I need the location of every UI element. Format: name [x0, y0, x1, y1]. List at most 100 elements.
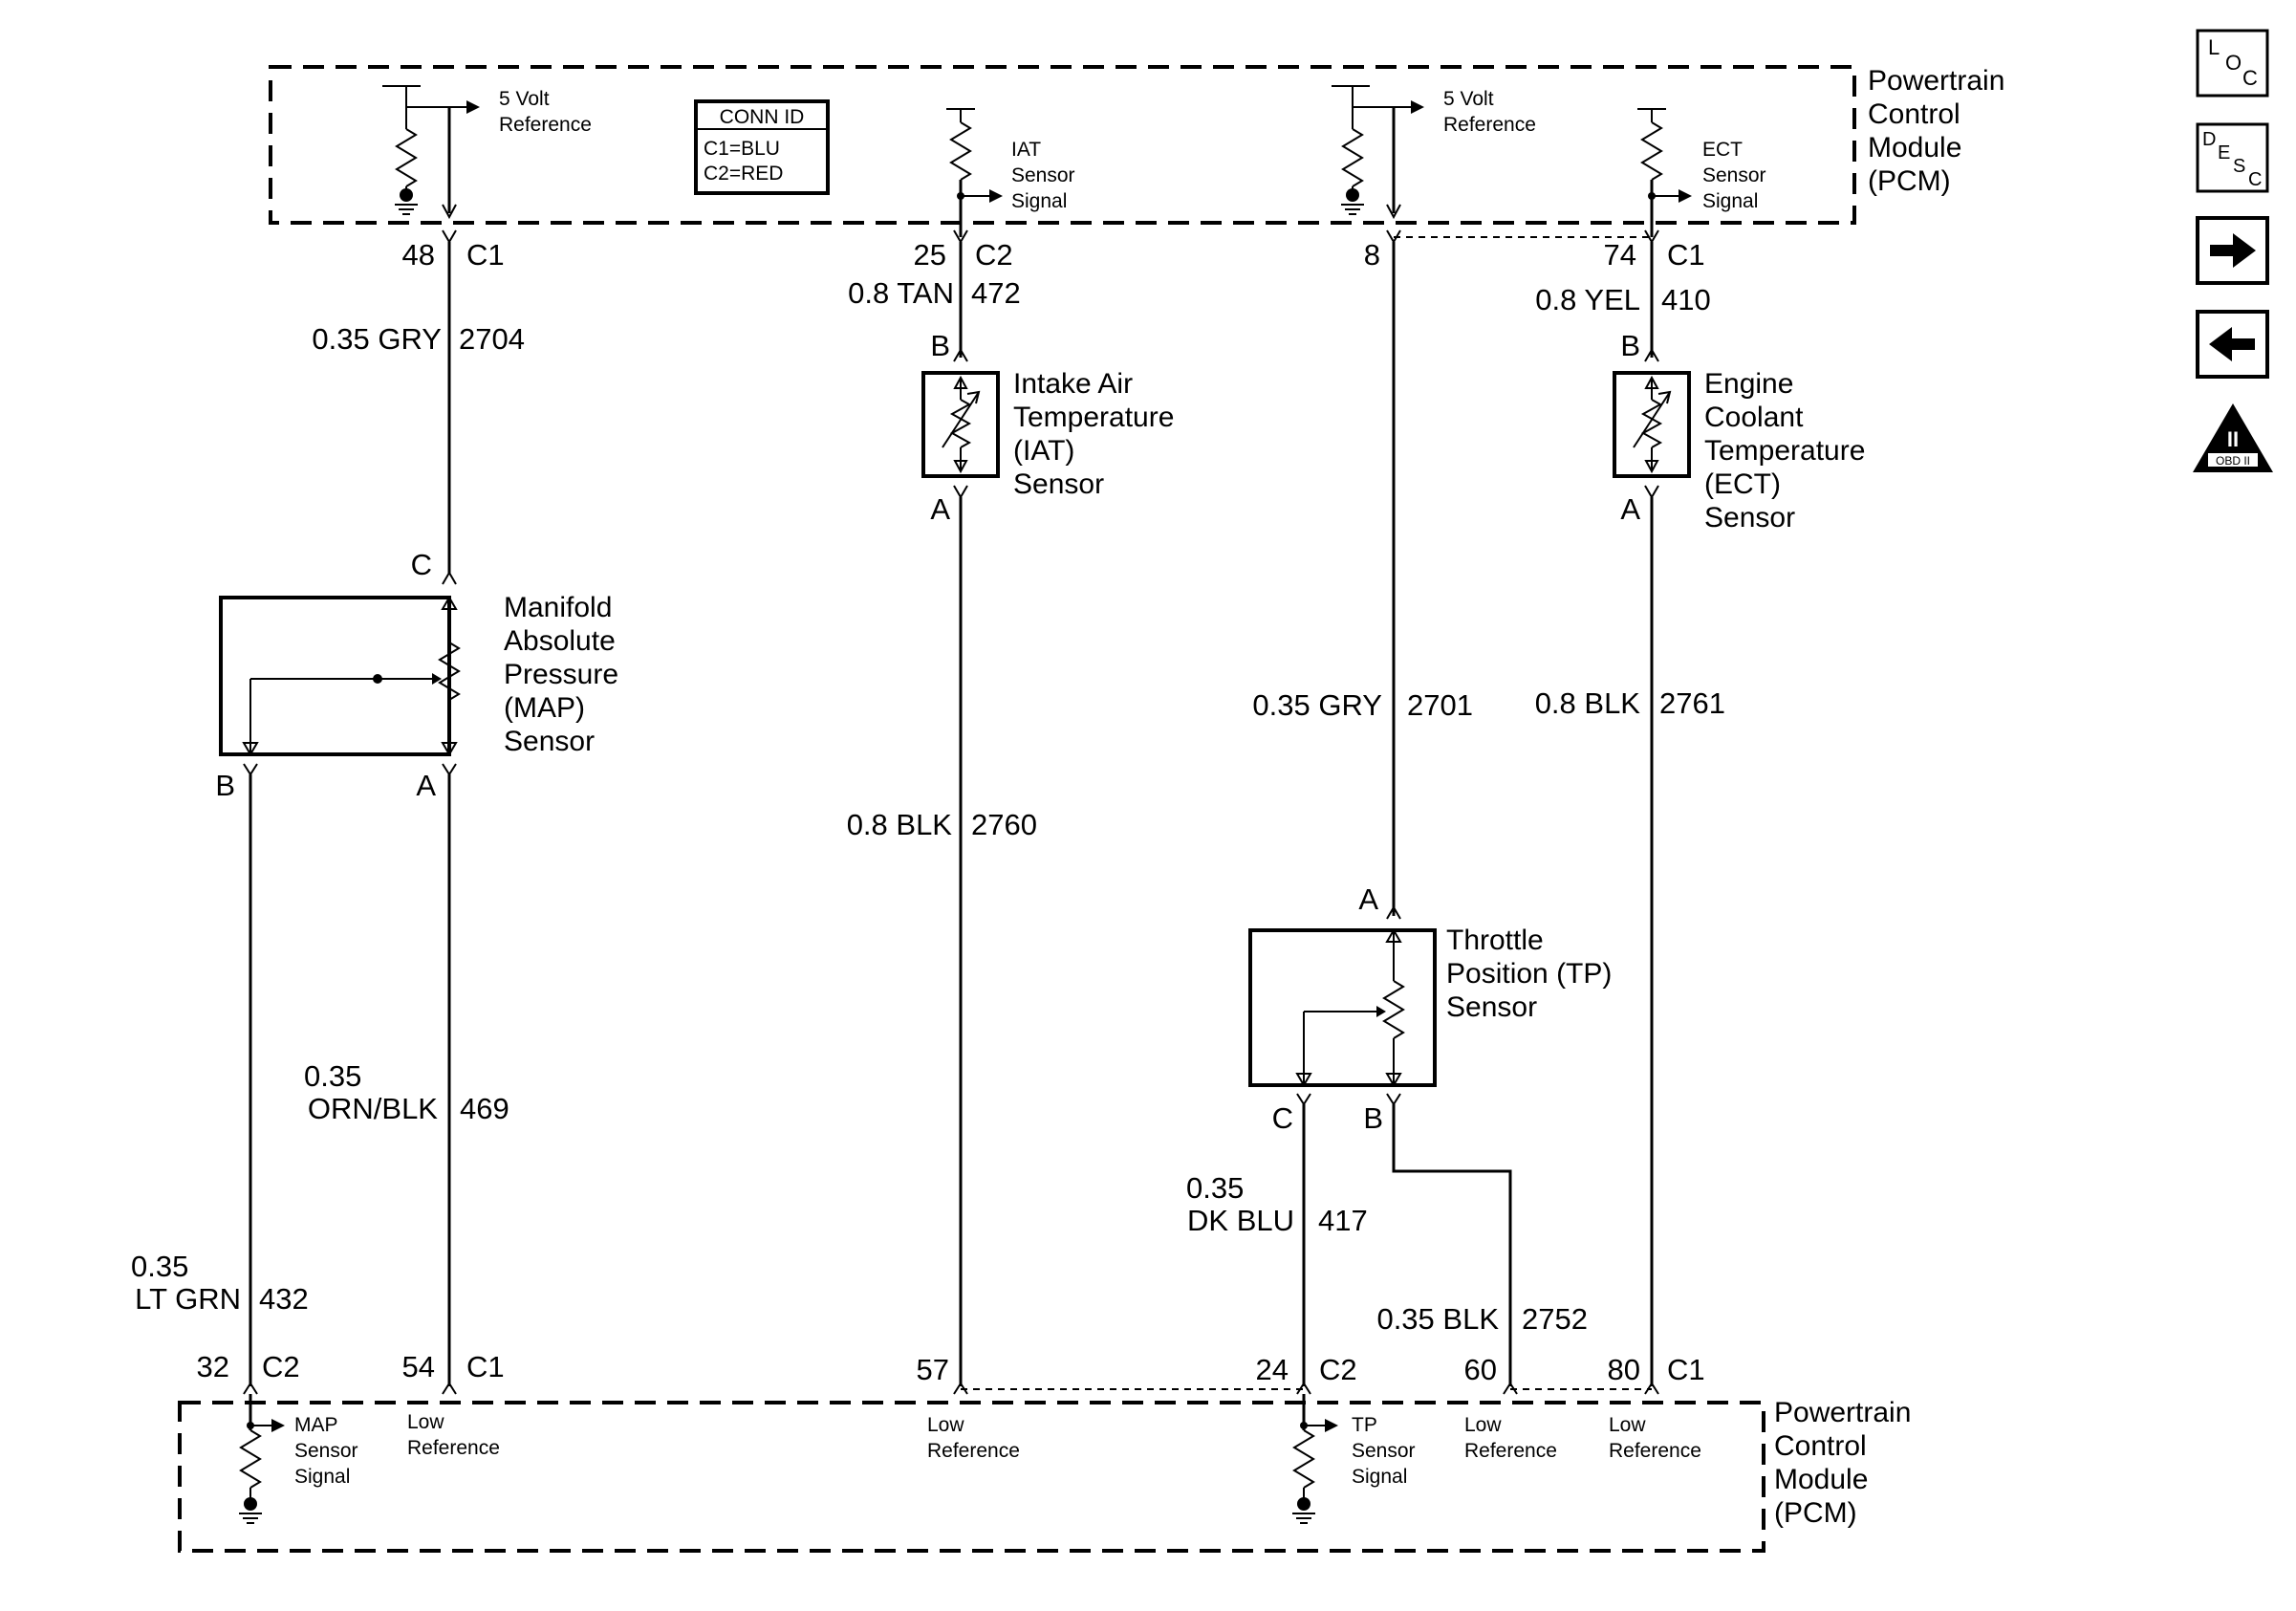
right-arrow-icon	[2210, 233, 2256, 268]
iat-pin-b: B	[930, 329, 950, 362]
tp-sensor-box	[1248, 928, 1437, 1087]
pcm-bottom-title: Powertrain Control Module (PCM)	[1774, 1397, 1911, 1529]
map-pin-c: C	[411, 548, 432, 581]
pin-74: 74	[1604, 238, 1636, 272]
low-ref-80-label: Low	[1609, 1414, 1646, 1436]
ground-symbol-icon	[1346, 188, 1359, 202]
wire-2704-color: 0.35 GRY	[312, 322, 442, 356]
ect-sensor-box	[1613, 371, 1691, 478]
tp-signal-label: Sensor	[1352, 1440, 1416, 1462]
ect-signal-label: Signal	[1702, 190, 1758, 212]
wire-432-gauge: 0.35	[131, 1250, 188, 1283]
pcm-bottom-title-line: Control	[1774, 1430, 1867, 1462]
tp-pin-b: B	[1363, 1101, 1383, 1135]
map-signal-label: Sensor	[294, 1440, 358, 1462]
iat-sensor-name: (IAT)	[1013, 435, 1074, 467]
next-page-button[interactable]	[2196, 216, 2269, 285]
wire-2752	[1392, 1104, 1512, 1386]
arrow-icon	[1679, 189, 1692, 203]
ground-symbol-icon	[400, 188, 413, 202]
wire-472-circuit: 472	[971, 276, 1021, 310]
wire-410-circuit: 410	[1661, 283, 1711, 316]
wire-2761-color: 0.8 BLK	[1535, 686, 1641, 720]
wire-2704-circuit: 2704	[459, 322, 525, 356]
tp-sensor-name: Position (TP)	[1446, 958, 1612, 990]
five-volt-a-label: 5 Volt	[499, 88, 550, 110]
previous-page-button[interactable]	[2196, 310, 2269, 379]
five-volt-reference-a-circuit: 5 Volt Reference	[382, 85, 592, 220]
left-arrow-icon	[2209, 327, 2255, 361]
wire-2752-color: 0.35 BLK	[1376, 1302, 1499, 1336]
tp-pin-c: C	[1272, 1101, 1293, 1135]
map-pin-b: B	[215, 769, 235, 802]
map-signal-label: MAP	[294, 1414, 338, 1436]
ect-pin-a: A	[1620, 492, 1640, 526]
ect-sensor-name: Engine	[1704, 368, 1793, 400]
iat-pin-a: A	[930, 492, 950, 526]
iat-sensor-box	[921, 371, 1000, 478]
pcm-bottom-title-line: (PCM)	[1774, 1497, 1857, 1529]
obd-label: OBD II	[2216, 454, 2250, 468]
pin-25: 25	[914, 238, 946, 272]
top-connector-pins: 48 C1 25 C2 8 74 C1	[402, 229, 1705, 272]
description-button[interactable]: D E S C	[2196, 122, 2269, 193]
low-reference-labels: Low Reference Low Reference Low Referenc…	[407, 1411, 1701, 1462]
pcm-bottom-title-line: Module	[1774, 1464, 1868, 1495]
wire-432-color: LT GRN	[135, 1282, 241, 1316]
pin-57: 57	[917, 1353, 949, 1386]
pin-32-connector: C2	[262, 1350, 300, 1383]
low-ref-60-label: Reference	[1464, 1440, 1557, 1462]
map-sensor-box	[219, 596, 451, 756]
low-ref-57-label: Reference	[927, 1440, 1020, 1462]
ect-sensor-name: Coolant	[1704, 402, 1804, 433]
ground-symbol-icon	[1297, 1497, 1310, 1511]
wire-410-color: 0.8 YEL	[1535, 283, 1640, 316]
pin-48: 48	[402, 238, 435, 272]
low-ref-60-label: Low	[1464, 1414, 1502, 1436]
obd-numeral: II	[2227, 427, 2239, 451]
arrow-icon	[466, 100, 480, 114]
iat-signal-circuit: IAT Sensor Signal	[946, 108, 1075, 237]
conn-id-box: CONN ID C1=BLU C2=RED	[694, 99, 830, 195]
arrow-icon	[1325, 1419, 1338, 1432]
loc-letter: C	[2242, 66, 2258, 90]
wire-472-color: 0.8 TAN	[848, 276, 954, 310]
pcm-top-housing	[269, 65, 1856, 225]
wire-417-gauge: 0.35	[1186, 1171, 1244, 1205]
iat-sensor: B A Intake Air Temperature (IAT) Sensor	[921, 329, 1174, 526]
wire-2761-circuit: 2761	[1659, 686, 1725, 720]
five-volt-b-label: 5 Volt	[1443, 88, 1494, 110]
ect-signal-label: ECT	[1702, 139, 1743, 161]
pin-54-connector: C1	[466, 1350, 505, 1383]
iat-signal-label: IAT	[1011, 139, 1041, 161]
obd-ii-button[interactable]: II OBD II	[2193, 403, 2273, 472]
pcm-bottom-title-line: Powertrain	[1774, 1397, 1911, 1428]
ect-signal-label: Sensor	[1702, 164, 1766, 186]
map-sensor-name: Absolute	[504, 625, 616, 657]
iat-signal-label: Sensor	[1011, 164, 1075, 186]
low-ref-54-label: Reference	[407, 1437, 500, 1459]
wire-2760-circuit: 2760	[971, 808, 1037, 841]
iat-sensor-name: Intake Air	[1013, 368, 1133, 400]
tp-sensor: A Throttle Position (TP) Sensor C B	[1248, 882, 1612, 1135]
wire-2701-circuit: 2701	[1407, 688, 1473, 722]
tp-signal-circuit: TP Sensor Signal	[1292, 1394, 1416, 1524]
low-ref-54-label: Low	[407, 1411, 444, 1433]
ect-sensor-name: (ECT)	[1704, 468, 1781, 500]
map-sensor-name: Pressure	[504, 659, 618, 690]
conn-id-c1: C1=BLU	[704, 138, 780, 160]
loc-letter: O	[2225, 51, 2242, 75]
tp-signal-label: TP	[1352, 1414, 1377, 1436]
location-button[interactable]: L O C	[2196, 29, 2269, 98]
wire-2752-circuit: 2752	[1522, 1302, 1588, 1336]
loc-letter: L	[2208, 35, 2220, 59]
ect-sensor-name: Sensor	[1704, 502, 1795, 533]
wire-2701-color: 0.35 GRY	[1252, 688, 1382, 722]
map-signal-label: Signal	[294, 1466, 350, 1488]
pin-60: 60	[1464, 1353, 1497, 1386]
five-volt-a-label: Reference	[499, 114, 592, 136]
pin-24: 24	[1256, 1353, 1289, 1386]
wire-469-gauge: 0.35	[304, 1059, 361, 1093]
